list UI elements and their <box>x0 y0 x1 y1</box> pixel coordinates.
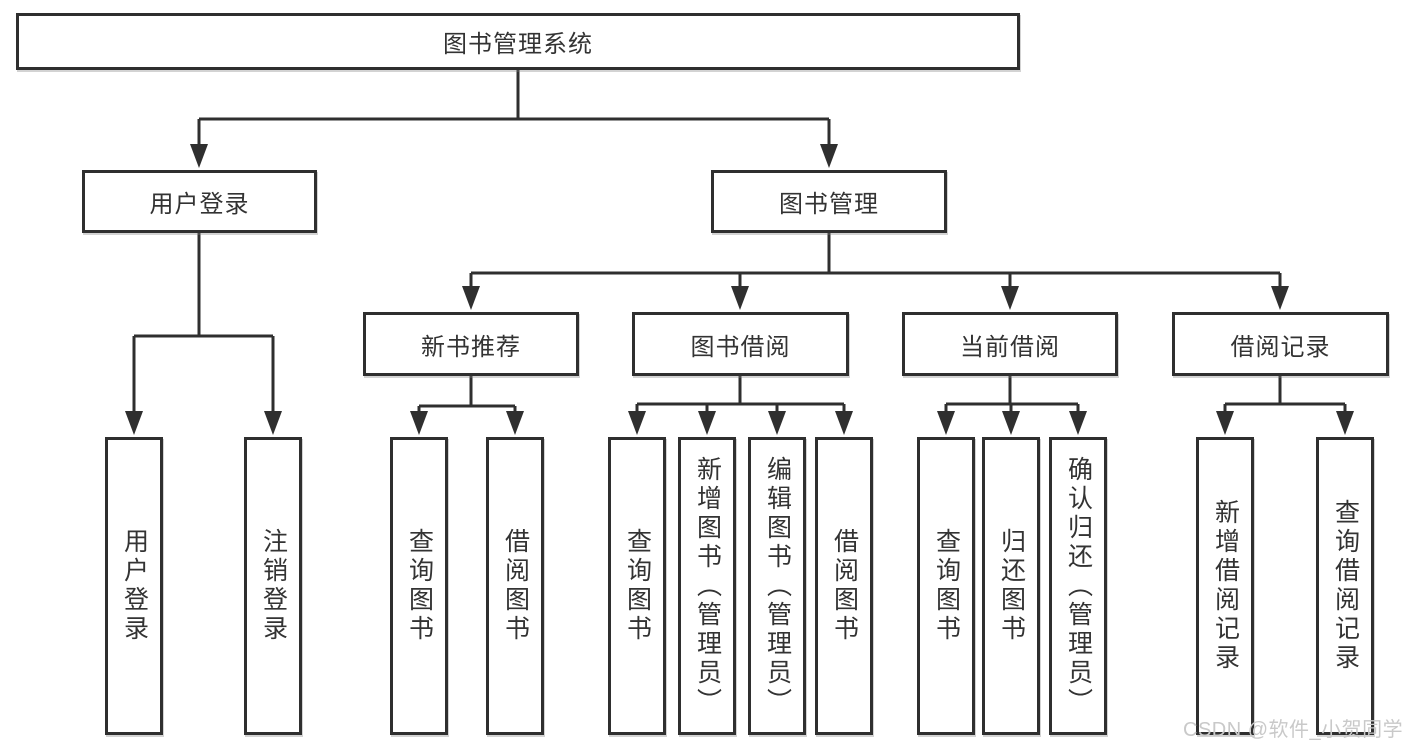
node-leaf-borrow-books-rec: 借阅图书 <box>486 437 544 735</box>
node-leaf-query-borrow-record: 查询借阅记录 <box>1316 437 1374 735</box>
node-leaf-user-login-label: 用户登录 <box>120 528 149 644</box>
node-leaf-return-books-label: 归还图书 <box>997 528 1026 644</box>
node-user-login-label: 用户登录 <box>149 191 250 218</box>
node-leaf-query-books-rec-label: 查询图书 <box>405 528 434 644</box>
node-library-system-label: 图书管理系统 <box>443 31 593 58</box>
node-leaf-edit-books-admin: 编辑图书（管理员） <box>748 437 806 735</box>
node-current-borrowing-label: 当前借阅 <box>960 333 1060 361</box>
node-leaf-query-borrow-record-label: 查询借阅记录 <box>1331 499 1360 673</box>
csdn-watermark: CSDN @软件_小贺同学 <box>1183 719 1404 741</box>
node-leaf-query-books-rec: 查询图书 <box>390 437 448 735</box>
node-leaf-query-books-borrow-label: 查询图书 <box>623 528 652 644</box>
node-leaf-add-borrow-record-label: 新增借阅记录 <box>1211 499 1240 673</box>
connector-borrow-records-to-leaves <box>1216 376 1354 435</box>
connector-new-book-rec-to-leaves <box>410 376 524 435</box>
node-leaf-confirm-return-admin-label: 确认归还（管理员） <box>1064 455 1093 717</box>
node-book-borrowing: 图书借阅 <box>632 312 849 376</box>
node-leaf-confirm-return-admin: 确认归还（管理员） <box>1049 437 1107 735</box>
node-leaf-user-login: 用户登录 <box>105 437 163 735</box>
node-leaf-borrow-books-borrow-label: 借阅图书 <box>830 528 859 644</box>
connector-book-borrow-to-leaves <box>628 376 853 435</box>
node-leaf-return-books: 归还图书 <box>982 437 1040 735</box>
node-leaf-edit-books-admin-label: 编辑图书（管理员） <box>763 455 792 717</box>
node-borrowing-records: 借阅记录 <box>1172 312 1389 376</box>
node-new-book-recommendation: 新书推荐 <box>363 312 579 376</box>
node-leaf-query-books-current-label: 查询图书 <box>932 528 961 644</box>
connector-current-borrow-to-leaves <box>937 376 1087 435</box>
node-library-system: 图书管理系统 <box>16 13 1020 70</box>
node-book-borrowing-label: 图书借阅 <box>690 333 791 361</box>
connector-user-login-to-leaves <box>125 233 282 435</box>
node-leaf-add-books-admin: 新增图书（管理员） <box>678 437 736 735</box>
node-leaf-add-books-admin-label: 新增图书（管理员） <box>693 455 722 717</box>
node-borrowing-records-label: 借阅记录 <box>1230 333 1331 361</box>
node-leaf-add-borrow-record: 新增借阅记录 <box>1196 437 1254 735</box>
node-user-login: 用户登录 <box>82 170 317 233</box>
node-leaf-query-books-borrow: 查询图书 <box>608 437 666 735</box>
node-book-management-label: 图书管理 <box>779 191 879 218</box>
node-leaf-logout: 注销登录 <box>244 437 302 735</box>
node-leaf-borrow-books-borrow: 借阅图书 <box>815 437 873 735</box>
node-leaf-logout-label: 注销登录 <box>259 528 288 644</box>
node-book-management: 图书管理 <box>711 170 947 233</box>
node-leaf-borrow-books-rec-label: 借阅图书 <box>501 528 530 644</box>
connector-book-management-to-level2 <box>462 233 1289 310</box>
node-leaf-query-books-current: 查询图书 <box>917 437 975 735</box>
connector-root-to-level1 <box>190 70 838 168</box>
node-new-book-recommendation-label: 新书推荐 <box>421 333 521 361</box>
node-current-borrowing: 当前借阅 <box>902 312 1118 376</box>
